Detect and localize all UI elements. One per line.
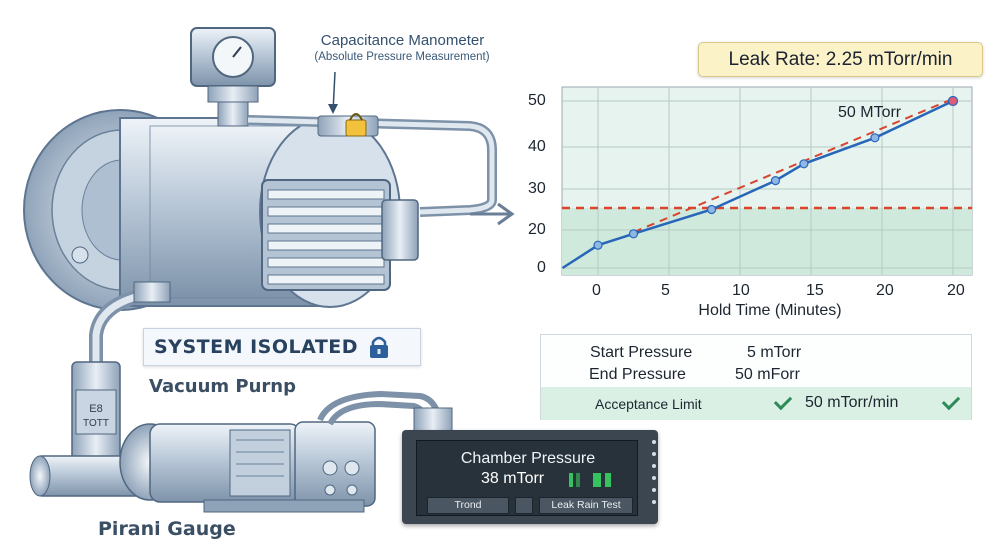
pirani-gauge-label: Pirani Gauge <box>98 518 236 540</box>
chamber-pressure-reading: 38 mTorr <box>481 470 545 487</box>
data-point <box>870 133 880 143</box>
capacitance-manometer <box>190 27 276 127</box>
leak-rate-label: Leak Rate: <box>728 48 821 70</box>
chart-annotation: 50 MTorr <box>838 104 902 121</box>
data-point <box>770 176 781 186</box>
vacuum-pump-label: Vacuum Purnp <box>149 376 296 397</box>
y-tick-label: 0 <box>537 259 546 276</box>
pump-tag-line2: TOTT <box>83 418 109 429</box>
vacuum-chamber <box>23 109 419 311</box>
x-tick-label: 20 <box>876 282 894 299</box>
y-tick-label: 20 <box>528 221 546 238</box>
data-point <box>593 240 603 250</box>
end-pressure-label: End Pressure <box>589 366 686 383</box>
y-tick-label: 40 <box>528 138 546 155</box>
data-point <box>706 204 717 215</box>
arrow-right-icon <box>470 202 515 226</box>
check-icon <box>773 391 793 411</box>
x-tick-label: 5 <box>661 282 670 299</box>
check-icon <box>941 391 961 411</box>
pump-tag-line1: E8 <box>89 403 102 415</box>
leak-rate-value: 2.25 <box>825 48 863 70</box>
chamber-window <box>261 179 391 291</box>
system-status-text: SYSTEM ISOLATED <box>154 336 359 358</box>
plot-acceptable-region <box>562 208 972 275</box>
x-tick-label: 15 <box>806 282 824 299</box>
data-point <box>947 95 959 107</box>
valve-lock-icon <box>345 113 367 137</box>
x-axis-label: Hold Time (Minutes) <box>698 302 842 319</box>
foreline-pipe <box>89 281 171 380</box>
manometer-subtitle: (Absolute Pressure Measurement) <box>314 51 490 63</box>
pirani-gauge: E8 TOTT <box>29 361 145 497</box>
padlock-icon <box>368 335 390 359</box>
leak-rate-badge: Leak Rate: 2.25 mTorr/min <box>698 42 983 77</box>
data-point <box>628 229 639 239</box>
trend-line <box>633 99 951 233</box>
data-point <box>799 159 809 169</box>
cable-clamp <box>413 407 453 435</box>
manometer-title: Capacitance Manometer <box>320 32 485 49</box>
pressure-controller: Chamber Pressure 38 mTorr Trond Leak Rai… <box>402 430 658 524</box>
leak-rate-test-button[interactable]: Leak Rain Test <box>539 497 633 514</box>
start-pressure-label: Start Pressure <box>590 344 693 361</box>
y-tick-label: 50 <box>528 92 546 109</box>
start-pressure-value: 5 mTorr <box>747 344 802 361</box>
x-tick-label: 20 <box>947 282 965 299</box>
x-tick-label: 10 <box>732 282 750 299</box>
blank-button[interactable] <box>515 497 533 514</box>
system-status-badge: SYSTEM ISOLATED <box>143 328 421 366</box>
acceptance-row: Acceptance Limit 50 mTorr/min <box>541 387 971 420</box>
y-tick-label: 30 <box>528 180 546 197</box>
pressure-series-line <box>561 99 954 270</box>
acceptance-label: Acceptance Limit <box>595 396 702 412</box>
end-pressure-value: 50 mForr <box>735 366 800 383</box>
controller-screen: Chamber Pressure 38 mTorr Trond Leak Rai… <box>416 440 638 516</box>
acceptance-value: 50 mTorr/min <box>805 394 899 411</box>
rotary-pump <box>119 421 376 513</box>
leak-chart <box>561 86 973 276</box>
leak-rate-unit: mTorr/min <box>868 48 953 70</box>
controller-title: Chamber Pressure <box>460 450 596 467</box>
trend-button[interactable]: Trond <box>427 497 509 514</box>
x-tick-label: 0 <box>592 282 601 299</box>
test-summary-panel: Start Pressure 5 mTorr End Pressure 50 m… <box>540 334 972 420</box>
pressure-series-points <box>593 95 959 250</box>
